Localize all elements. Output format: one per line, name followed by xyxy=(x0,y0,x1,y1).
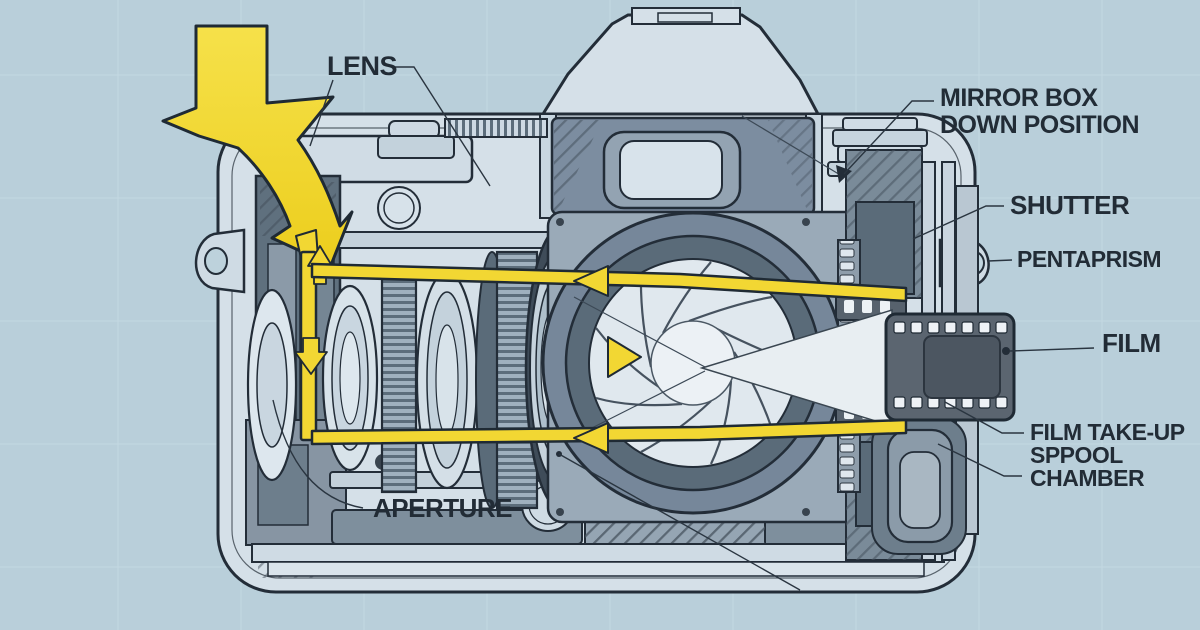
lens-element-2-core xyxy=(339,331,361,425)
hot-shoe-rail xyxy=(657,12,713,23)
light-ray-lines xyxy=(573,296,706,438)
shutter-label: SHUTTER xyxy=(1010,190,1130,220)
bottom-leader xyxy=(558,453,801,591)
panel-bolt xyxy=(802,508,810,516)
viewfinder-hatch-right xyxy=(768,120,812,212)
light-beam-top-arrowhead xyxy=(573,265,609,297)
lens-label: LENS xyxy=(327,51,397,81)
panel-bolt xyxy=(556,508,564,516)
light-arrow-down xyxy=(294,337,328,375)
chamber-block-upper xyxy=(855,201,915,295)
base-plate-lower xyxy=(267,561,925,577)
viewfinder-hatch-left xyxy=(554,120,602,212)
mirror-box-label-line1: MIRROR BOX xyxy=(940,84,1098,112)
lens-leader-right xyxy=(392,66,491,187)
strap-lug-left-hole xyxy=(204,247,228,275)
panel-bolt xyxy=(802,218,810,226)
advance-knob-mid xyxy=(832,129,928,147)
sprocket-hole xyxy=(880,300,890,313)
mirror-box-leader xyxy=(843,100,934,175)
film-label: FILM xyxy=(1102,328,1161,358)
lens-element-3-core xyxy=(435,324,459,436)
prism-roof xyxy=(540,13,821,116)
film-frame xyxy=(884,312,1016,422)
takeup-leader-1 xyxy=(944,401,1024,434)
mirror-box-label-line2: DOWN POSITION xyxy=(940,111,1139,139)
takeup-leader-2 xyxy=(937,443,1022,477)
film-takeup-label-line1: FILM TAKE-UP xyxy=(1030,419,1185,445)
film-sprocket-holes-bottom xyxy=(893,396,1008,409)
top-plate-left xyxy=(276,118,548,230)
light-path xyxy=(161,24,908,454)
pentaprism-label: PENTAPRISM xyxy=(1017,246,1161,272)
film-leader-dot xyxy=(1002,347,1010,355)
shutter-release-base xyxy=(377,135,455,159)
film-takeup-label-line2: SPPOOL xyxy=(1030,442,1123,468)
viewfinder-window xyxy=(619,140,723,200)
lens-leader-left xyxy=(309,79,334,147)
front-button-ring xyxy=(383,192,415,224)
leader-lines xyxy=(272,66,1095,591)
mirror-line xyxy=(741,115,843,177)
shutter-leader xyxy=(912,205,1004,240)
pentaprism-housing xyxy=(539,7,823,219)
aperture-label: APERTURE xyxy=(373,493,512,523)
takeup-spool xyxy=(899,451,941,529)
aperture-light-triangle xyxy=(607,336,642,378)
pentaprism-leader xyxy=(987,259,1013,262)
film-sprocket-holes-top xyxy=(893,321,1008,334)
sprocket-hole xyxy=(862,300,872,313)
lens-element-1-core xyxy=(256,322,288,448)
film-exposed-frame xyxy=(923,335,1001,399)
film-leader xyxy=(1009,347,1095,352)
advance-knob-top xyxy=(842,117,918,131)
panel-bolt xyxy=(556,218,564,226)
base-plate xyxy=(251,543,945,563)
light-beam-bottom-arrowhead xyxy=(573,422,609,454)
focus-ring-knurl-1 xyxy=(380,266,418,494)
labels: LENS MIRROR BOX DOWN POSITION SHUTTER PE… xyxy=(327,51,1185,523)
hot-shoe xyxy=(631,7,741,25)
mode-dial-knurl xyxy=(444,118,548,138)
sprocket-hole xyxy=(844,300,854,313)
film-takeup-label-line3: CHAMBER xyxy=(1030,465,1145,491)
aperture-leader-curve xyxy=(272,399,364,509)
